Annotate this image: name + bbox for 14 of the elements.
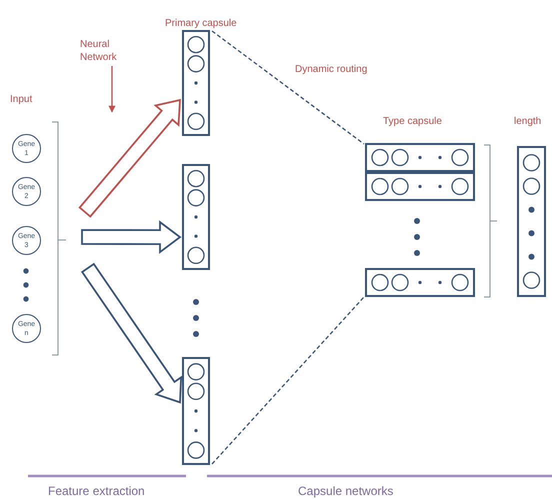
section-label: Feature extraction (48, 483, 145, 499)
network-label: Neural Network (80, 38, 140, 64)
section-label: length (514, 115, 542, 129)
section-label: Input (10, 93, 32, 107)
dashed-line (212, 296, 364, 464)
block-arrow (81, 220, 182, 254)
dashed-line (212, 30, 364, 145)
section-label: Capsule networks (298, 483, 394, 499)
block-arrow (78, 98, 181, 218)
section-label: Dynamic routing (295, 63, 368, 77)
block-arrow (80, 262, 182, 404)
arrow (108, 66, 116, 113)
section-label: Primary capsule (165, 17, 237, 31)
section-label: Type capsule (383, 115, 442, 129)
